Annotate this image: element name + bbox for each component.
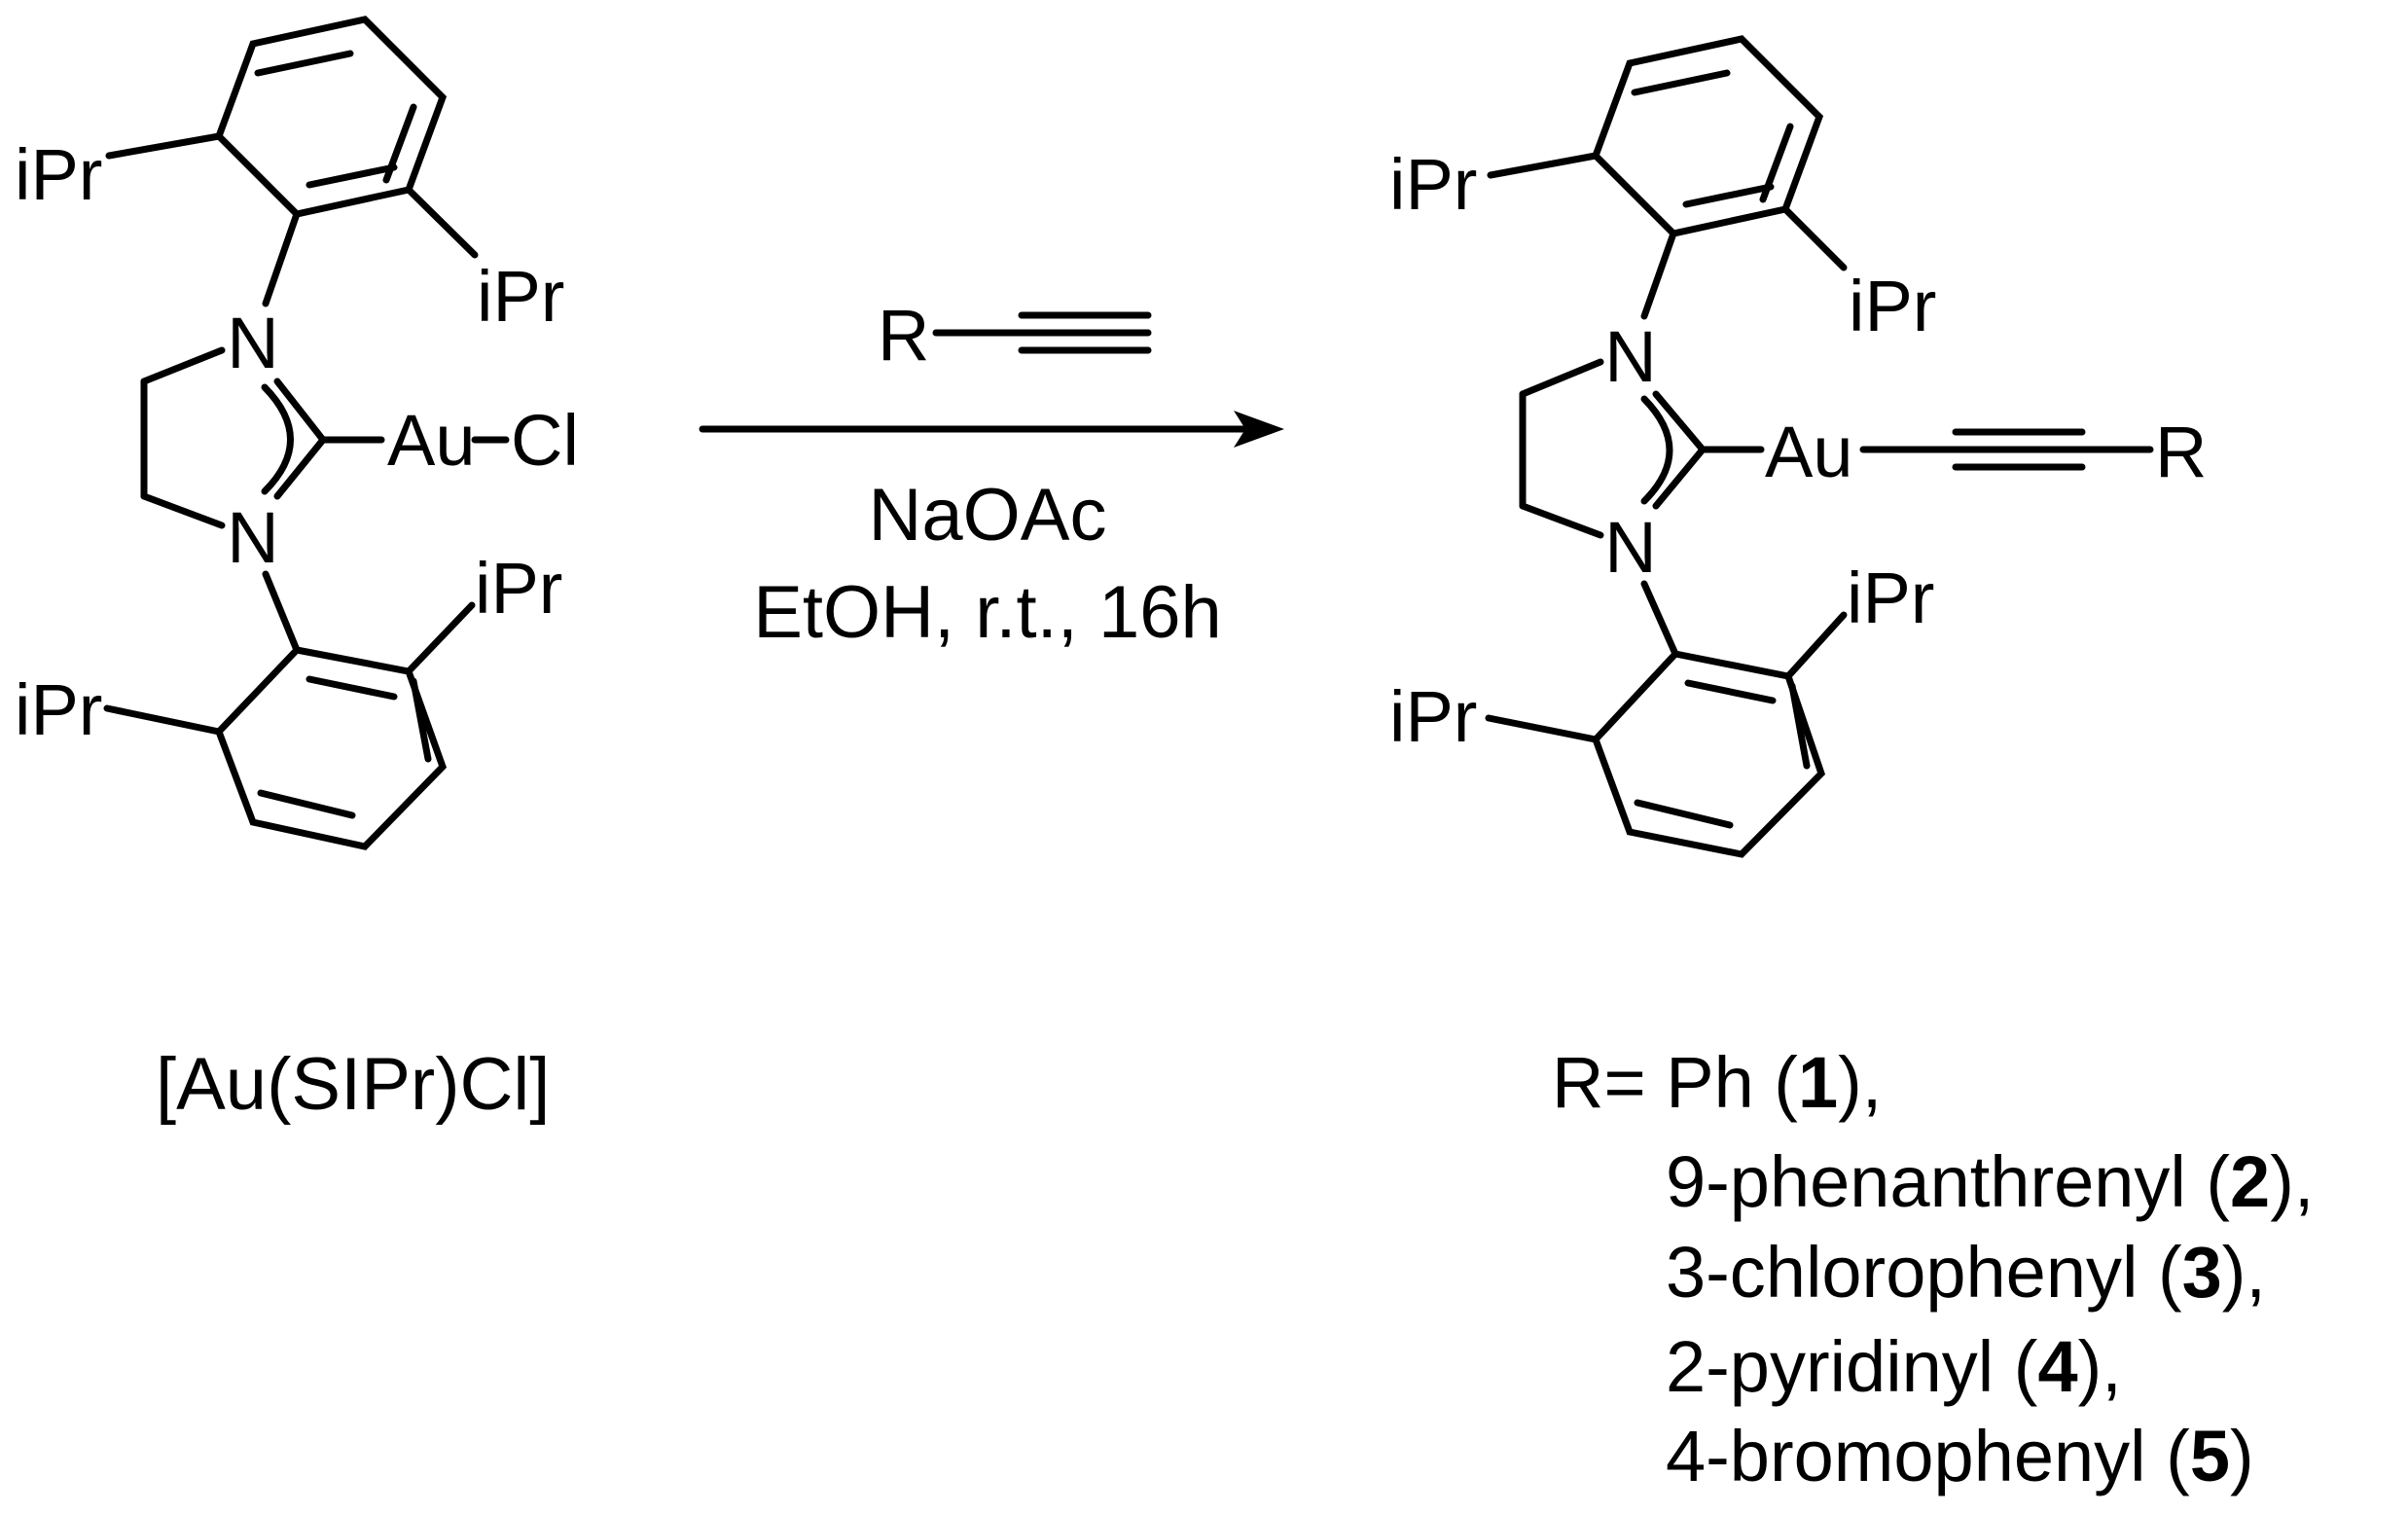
r-group-list: R= Ph (1), 9-phenanthrenyl (2), 3-chloro… xyxy=(1552,1042,2314,1496)
product-upper-aryl-ring xyxy=(1591,35,1824,237)
product-label-au: Au xyxy=(1765,412,1853,492)
r-group-name: Ph ( xyxy=(1666,1042,1798,1123)
product-structure: iPr iPr N Au R N iPr iPr xyxy=(1389,35,2207,858)
r-group-suffix: ) xyxy=(2230,1416,2254,1496)
product-label-ipr-upper-right: iPr xyxy=(1849,266,1936,346)
r-group-item: 9-phenanthrenyl (2), xyxy=(1666,1141,2314,1222)
product-bond-ipr-upper-left xyxy=(1487,152,1599,179)
r-group-prefix: R= xyxy=(1552,1042,1666,1123)
reaction-arrow xyxy=(699,411,1284,448)
reactant-bond-ipr-lower-right xyxy=(405,601,476,675)
r-group-name: 2-pyridinyl ( xyxy=(1666,1326,2038,1407)
reactant-label-n-lower: N xyxy=(227,497,278,578)
product-label-n-lower: N xyxy=(1604,507,1656,588)
reactant-label-n-upper: N xyxy=(227,303,278,383)
product-bond-n2-aryl xyxy=(1640,580,1679,658)
reactant-nhc-ring xyxy=(140,346,327,529)
reactant-label-au: Au xyxy=(387,400,476,481)
r-group-item: R= Ph (1), xyxy=(1552,1042,1882,1123)
reactant-bond-ipr-upper-left xyxy=(105,132,223,160)
r-group-suffix: ), xyxy=(1838,1042,1882,1123)
reactant-upper-aryl-ring xyxy=(214,16,448,218)
r-group-suffix: ), xyxy=(2222,1232,2266,1313)
reactant-structure: iPr iPr N Au Cl N iPr iPr xyxy=(15,16,579,850)
product-bond-ipr-lower-left xyxy=(1485,714,1599,743)
product-bond-n1-aryl xyxy=(1640,230,1677,320)
condition-base: NaOAc xyxy=(869,474,1107,557)
r-group-suffix: ), xyxy=(2270,1141,2314,1222)
reagent-alkyne: R xyxy=(878,295,1152,376)
reactant-bond-ipr-upper-right xyxy=(405,186,479,259)
r-group-item: 2-pyridinyl (4), xyxy=(1666,1326,2122,1407)
reactant-bond-n1-aryl xyxy=(262,210,301,307)
condition-solvent-temp-time: EtOH, r.t., 16h xyxy=(753,571,1222,654)
reactant-compound-name: [Au(SIPr)Cl] xyxy=(156,1043,550,1126)
reactant-label-ipr-upper-left: iPr xyxy=(15,134,102,215)
product-label-n-upper: N xyxy=(1604,316,1656,397)
product-label-r: R xyxy=(2155,412,2207,492)
compound-number: 1 xyxy=(1798,1042,1838,1123)
product-lower-aryl-ring xyxy=(1591,650,1826,858)
product-label-ipr-lower-right: iPr xyxy=(1847,558,1934,638)
reactant-lower-aryl-ring xyxy=(214,646,448,850)
r-group-name: 3-chlorophenyl ( xyxy=(1666,1232,2182,1313)
reactant-label-ipr-upper-right: iPr xyxy=(477,256,564,337)
r-group-name: 9-phenanthrenyl ( xyxy=(1666,1141,2230,1222)
r-group-suffix: ), xyxy=(2078,1326,2122,1407)
compound-number: 2 xyxy=(2230,1141,2270,1222)
reactant-label-cl: Cl xyxy=(511,400,579,481)
product-label-ipr-lower-left: iPr xyxy=(1389,676,1477,757)
product-bond-ipr-lower-right xyxy=(1784,611,1848,680)
product-bond-ipr-upper-right xyxy=(1781,205,1848,271)
compound-number: 5 xyxy=(2190,1416,2230,1496)
reactant-label-ipr-lower-right: iPr xyxy=(475,548,562,629)
reactant-label-ipr-lower-left: iPr xyxy=(15,669,102,750)
r-group-item: 3-chlorophenyl (3), xyxy=(1666,1232,2266,1313)
r-group-name: 4-bromophenyl ( xyxy=(1666,1416,2190,1496)
compound-number: 4 xyxy=(2037,1326,2077,1407)
reactant-bond-ipr-lower-left xyxy=(103,704,223,736)
product-nhc-ring xyxy=(1519,358,1707,539)
product-label-ipr-upper-left: iPr xyxy=(1389,144,1477,225)
compound-number: 3 xyxy=(2182,1232,2222,1313)
reagent-label-r: R xyxy=(878,295,929,376)
reactant-bond-n2-aryl xyxy=(262,570,301,654)
r-group-item: 4-bromophenyl (5) xyxy=(1666,1416,2254,1496)
